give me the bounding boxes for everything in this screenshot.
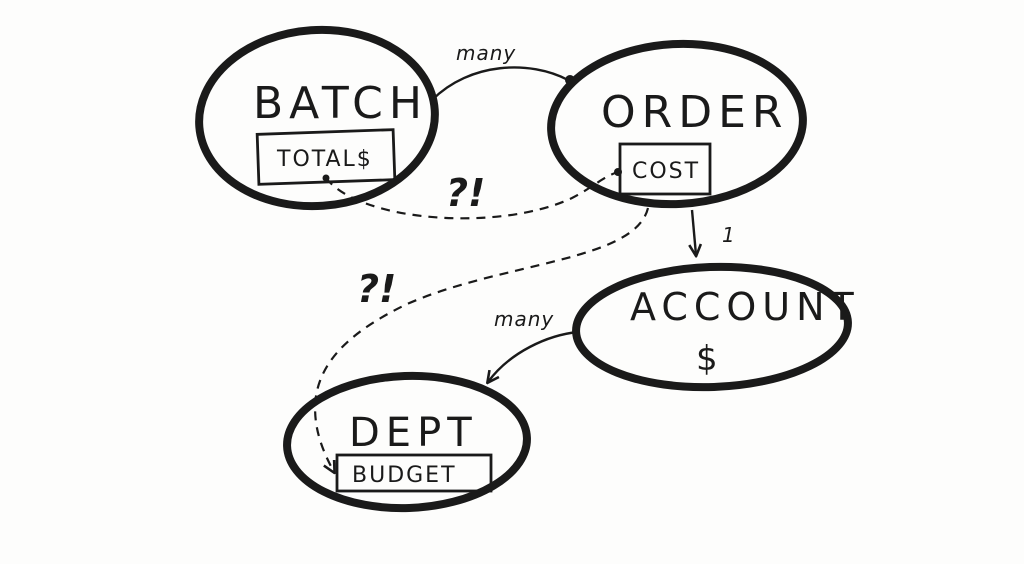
node-dept-field: BUDGET (352, 463, 457, 488)
edge-batch-order (431, 66, 569, 101)
edge-dashed-total-endpoint (322, 174, 330, 182)
node-order-outline (547, 39, 807, 209)
node-dept[interactable]: DEPT BUDGET (283, 371, 531, 513)
node-dept-title: DEPT (349, 410, 478, 456)
edge-label-account-dept: many (494, 307, 554, 331)
edge-order-account (692, 209, 696, 255)
edge-dashed-cost-budget (314, 207, 650, 472)
node-dept-field-box (335, 453, 493, 493)
edge-label-order-account: 1 (722, 223, 736, 247)
node-batch-outline (195, 25, 439, 211)
node-order-field: COST (632, 159, 700, 184)
node-account-title: ACCOUNT (630, 285, 860, 329)
edge-label-batch-order: many (456, 41, 516, 65)
node-dept-outline (283, 371, 531, 513)
question-annotation-left: ?! (357, 267, 396, 311)
node-batch-field: TOTAL$ (276, 147, 373, 172)
edge-dashed-total-cost (325, 170, 619, 220)
node-order-title: ORDER (601, 87, 788, 138)
node-batch[interactable]: BATCH TOTAL$ (193, 22, 441, 214)
edge-account-dept (488, 330, 579, 382)
node-order[interactable]: ORDER COST (547, 38, 807, 211)
node-account-sub: $ (696, 339, 718, 379)
node-account-outline (572, 262, 852, 392)
node-batch-title: BATCH (253, 78, 428, 129)
question-annotation-top: ?! (446, 171, 485, 215)
node-order-field-box (618, 142, 712, 196)
node-batch-field-box (255, 128, 397, 186)
node-account[interactable]: ACCOUNT $ (572, 262, 860, 392)
